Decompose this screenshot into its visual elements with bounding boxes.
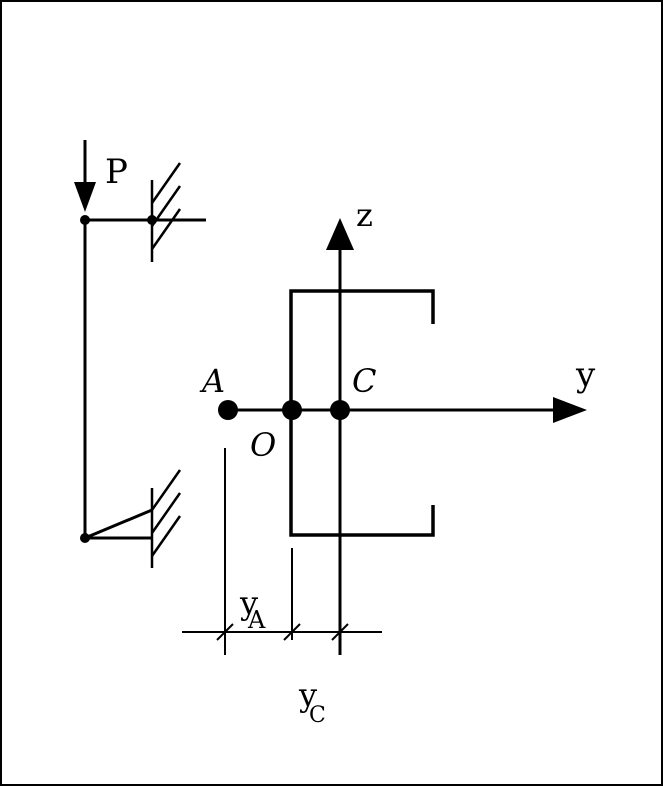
dimension-ya-subscript: A [247, 606, 266, 634]
bottom-left-joint [80, 533, 90, 543]
y-axis-label: y [575, 355, 596, 395]
tick-c [331, 623, 349, 641]
dimension-yc-main: y [298, 676, 317, 714]
bottom-support-hatching [150, 469, 182, 568]
point-a-label: A [199, 362, 225, 400]
tick-o [283, 623, 301, 641]
load-arrow-head [74, 182, 96, 212]
z-axis-label: z [356, 196, 373, 234]
z-axis-arrowhead [326, 218, 354, 250]
channel-outline [289, 289, 435, 537]
tick-a [216, 623, 234, 641]
channel-section [289, 289, 435, 537]
top-support-hatching [150, 162, 182, 262]
dimension-lines [182, 448, 382, 655]
beam-structure [74, 140, 206, 568]
dimension-yc-subscript: C [309, 703, 326, 728]
top-left-joint [80, 215, 90, 225]
dimension-ya-label: yA [239, 584, 266, 634]
point-o-marker [282, 400, 302, 420]
point-c-label: C [352, 362, 376, 400]
y-axis-arrowhead [553, 397, 587, 423]
load-label: P [105, 152, 128, 192]
diagonal-brace [84, 508, 153, 540]
point-a-marker [218, 400, 238, 420]
point-o-label: O [250, 426, 276, 464]
point-c-marker [330, 400, 350, 420]
dimension-ya-main: y [239, 584, 258, 622]
